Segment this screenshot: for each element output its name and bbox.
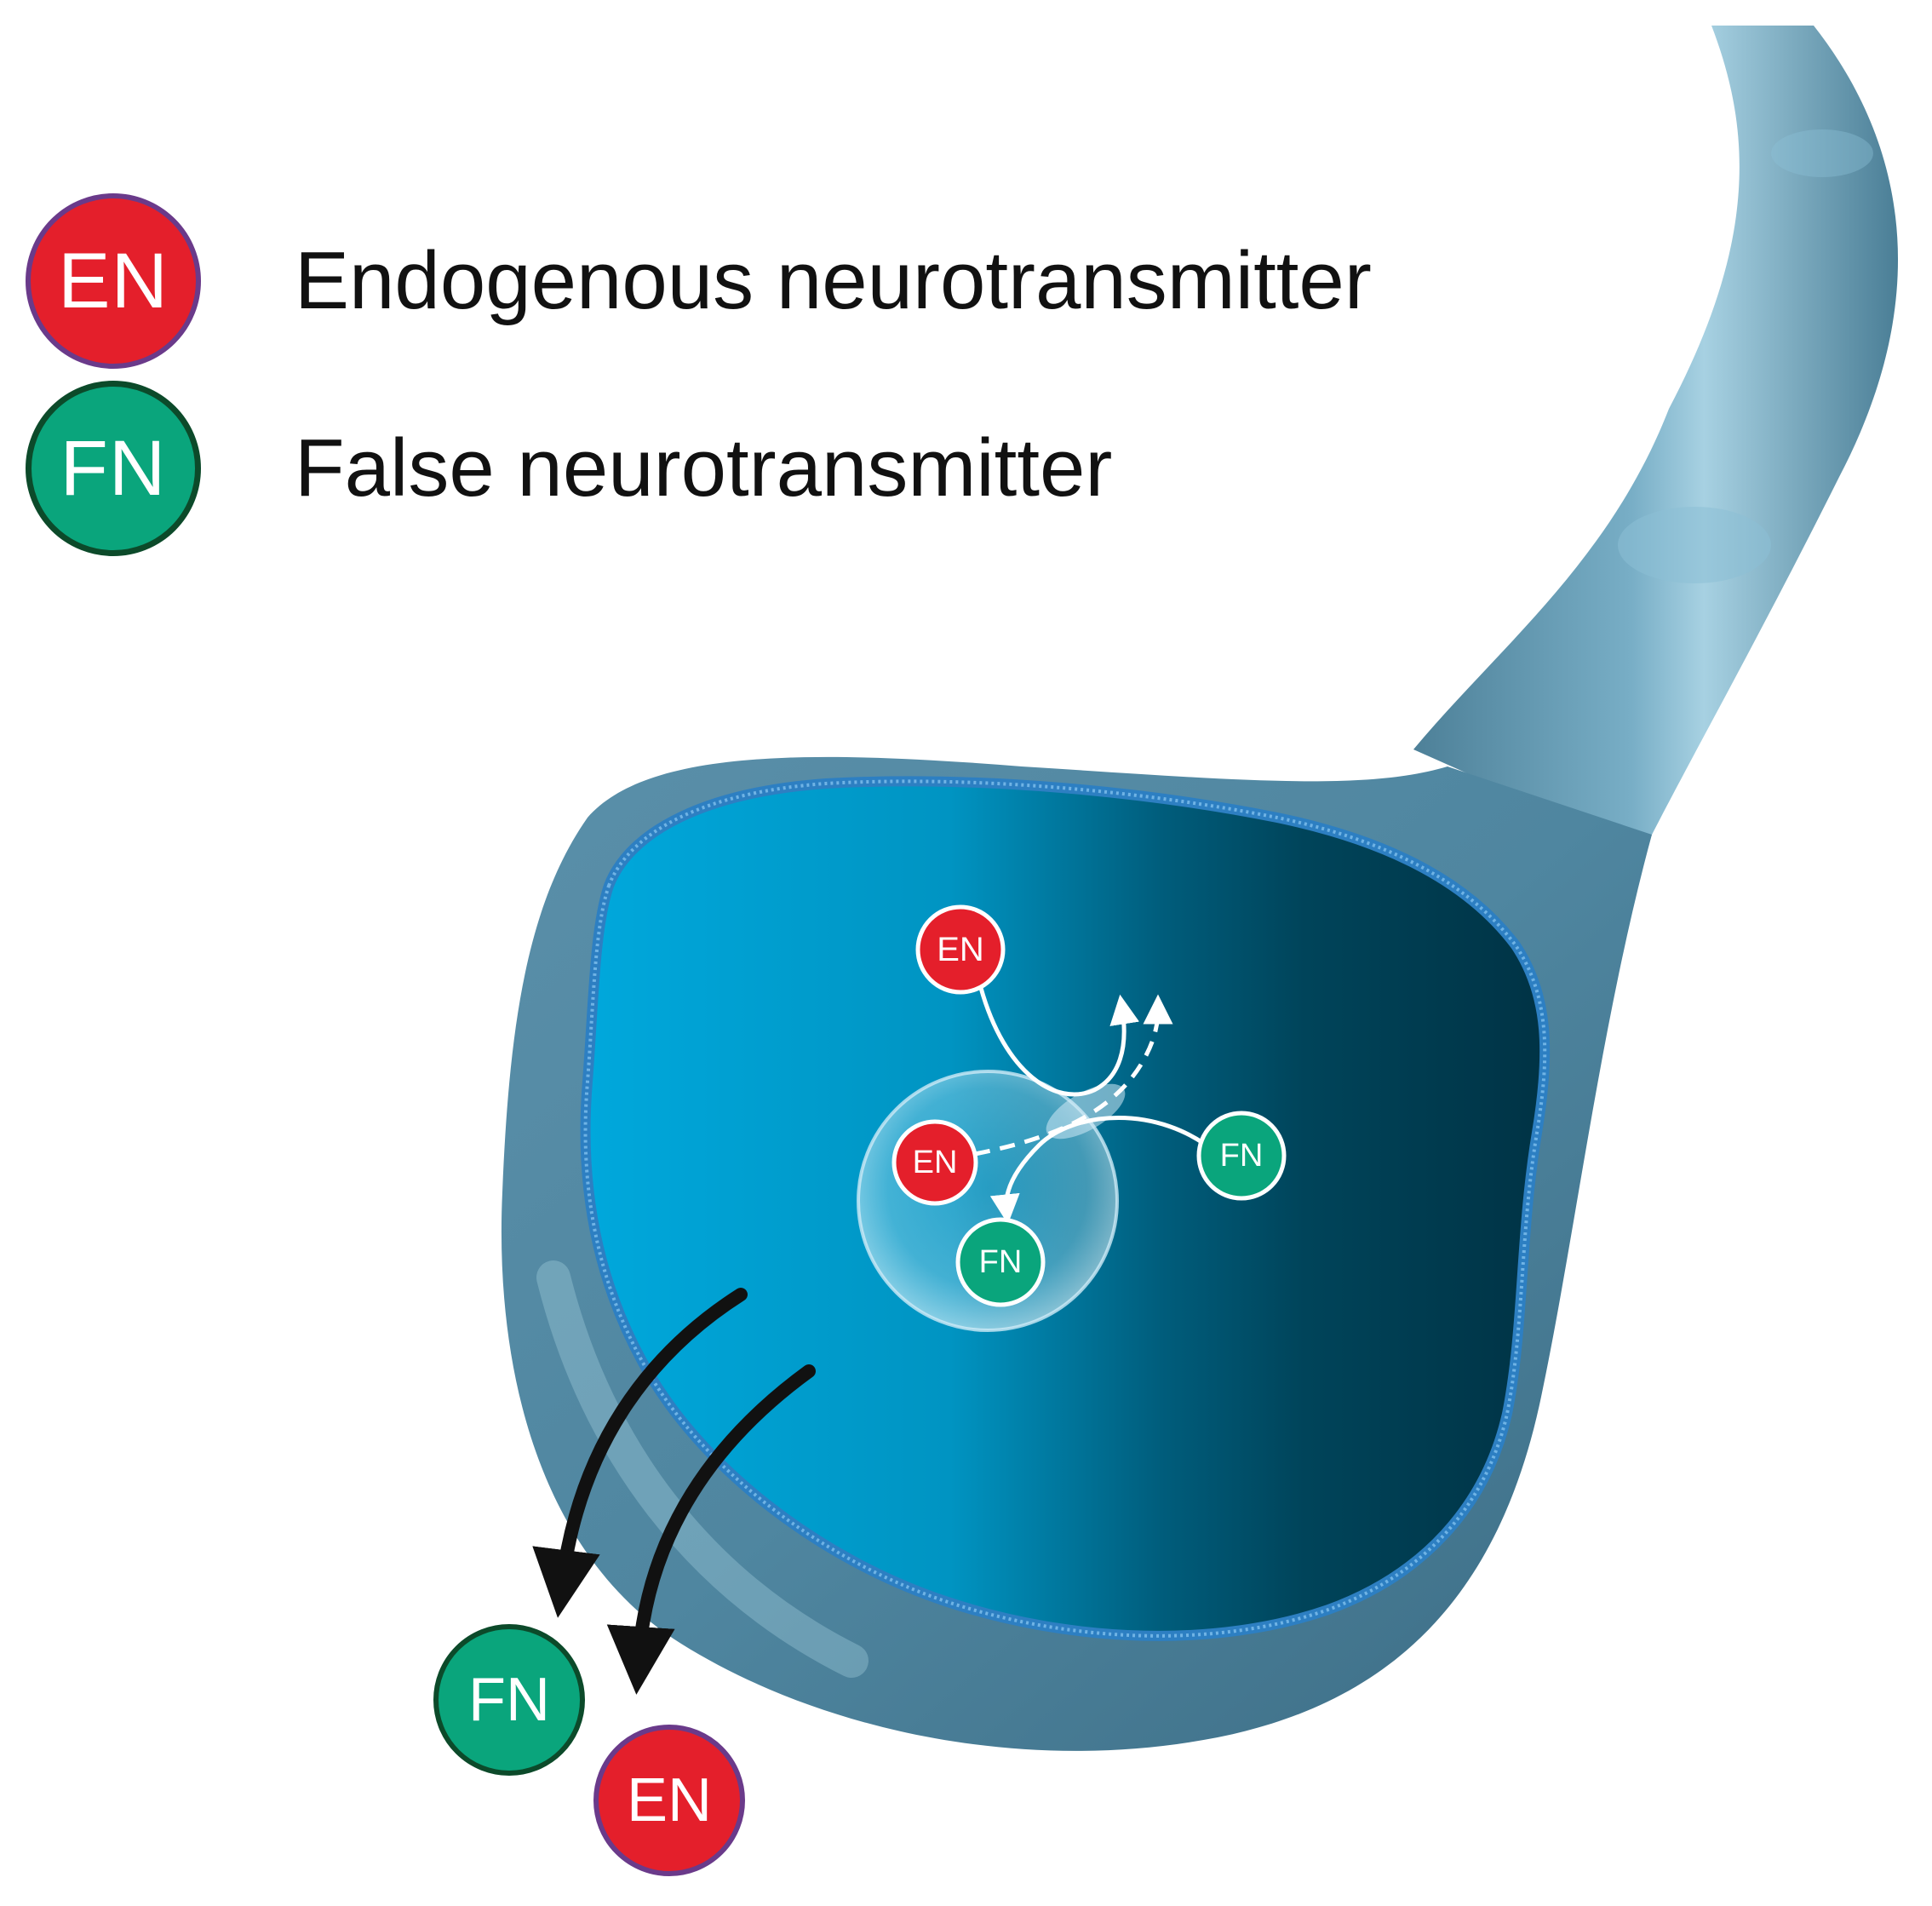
vesicle-transporter [1046, 1083, 1126, 1140]
svg-text:FN: FN [1220, 1138, 1264, 1174]
legend-fn-badge: FN [26, 381, 201, 556]
legend-endogenous: EN Endogenous neurotransmitter [26, 187, 1372, 375]
svg-text:FN: FN [468, 1666, 550, 1734]
legend-false: FN False neurotransmitter [26, 375, 1112, 562]
fn-molecule-released: FN [433, 1624, 585, 1776]
legend-en-label: Endogenous neurotransmitter [295, 235, 1372, 326]
fn-molecule-vesicle: FN [955, 1217, 1046, 1307]
en-uptake-arrow [978, 987, 1139, 1097]
axon [1413, 26, 1899, 852]
fn-release-arrow [532, 1288, 748, 1618]
svg-text:EN: EN [627, 1766, 712, 1834]
legend-en-badge: EN [26, 193, 201, 369]
svg-text:EN: EN [913, 1145, 958, 1180]
axon-node-upper [1771, 129, 1873, 177]
en-molecule-released: EN [593, 1725, 745, 1876]
en-release-arrow [606, 1364, 816, 1695]
legend-fn-label: False neurotransmitter [295, 422, 1113, 514]
svg-text:EN: EN [937, 931, 984, 968]
svg-text:FN: FN [979, 1244, 1023, 1280]
en-efflux-arrow-dashed [974, 994, 1173, 1157]
en-molecule-vesicle: EN [891, 1119, 978, 1206]
fn-uptake-arrow [989, 1116, 1219, 1225]
axon-node-of-ranvier [1618, 507, 1771, 583]
membrane-texture [583, 779, 1547, 1638]
fn-molecule-cytoplasm: FN [1196, 1111, 1287, 1201]
bulb-highlight [536, 1260, 869, 1678]
en-molecule-cytoplasm: EN [915, 904, 1006, 995]
